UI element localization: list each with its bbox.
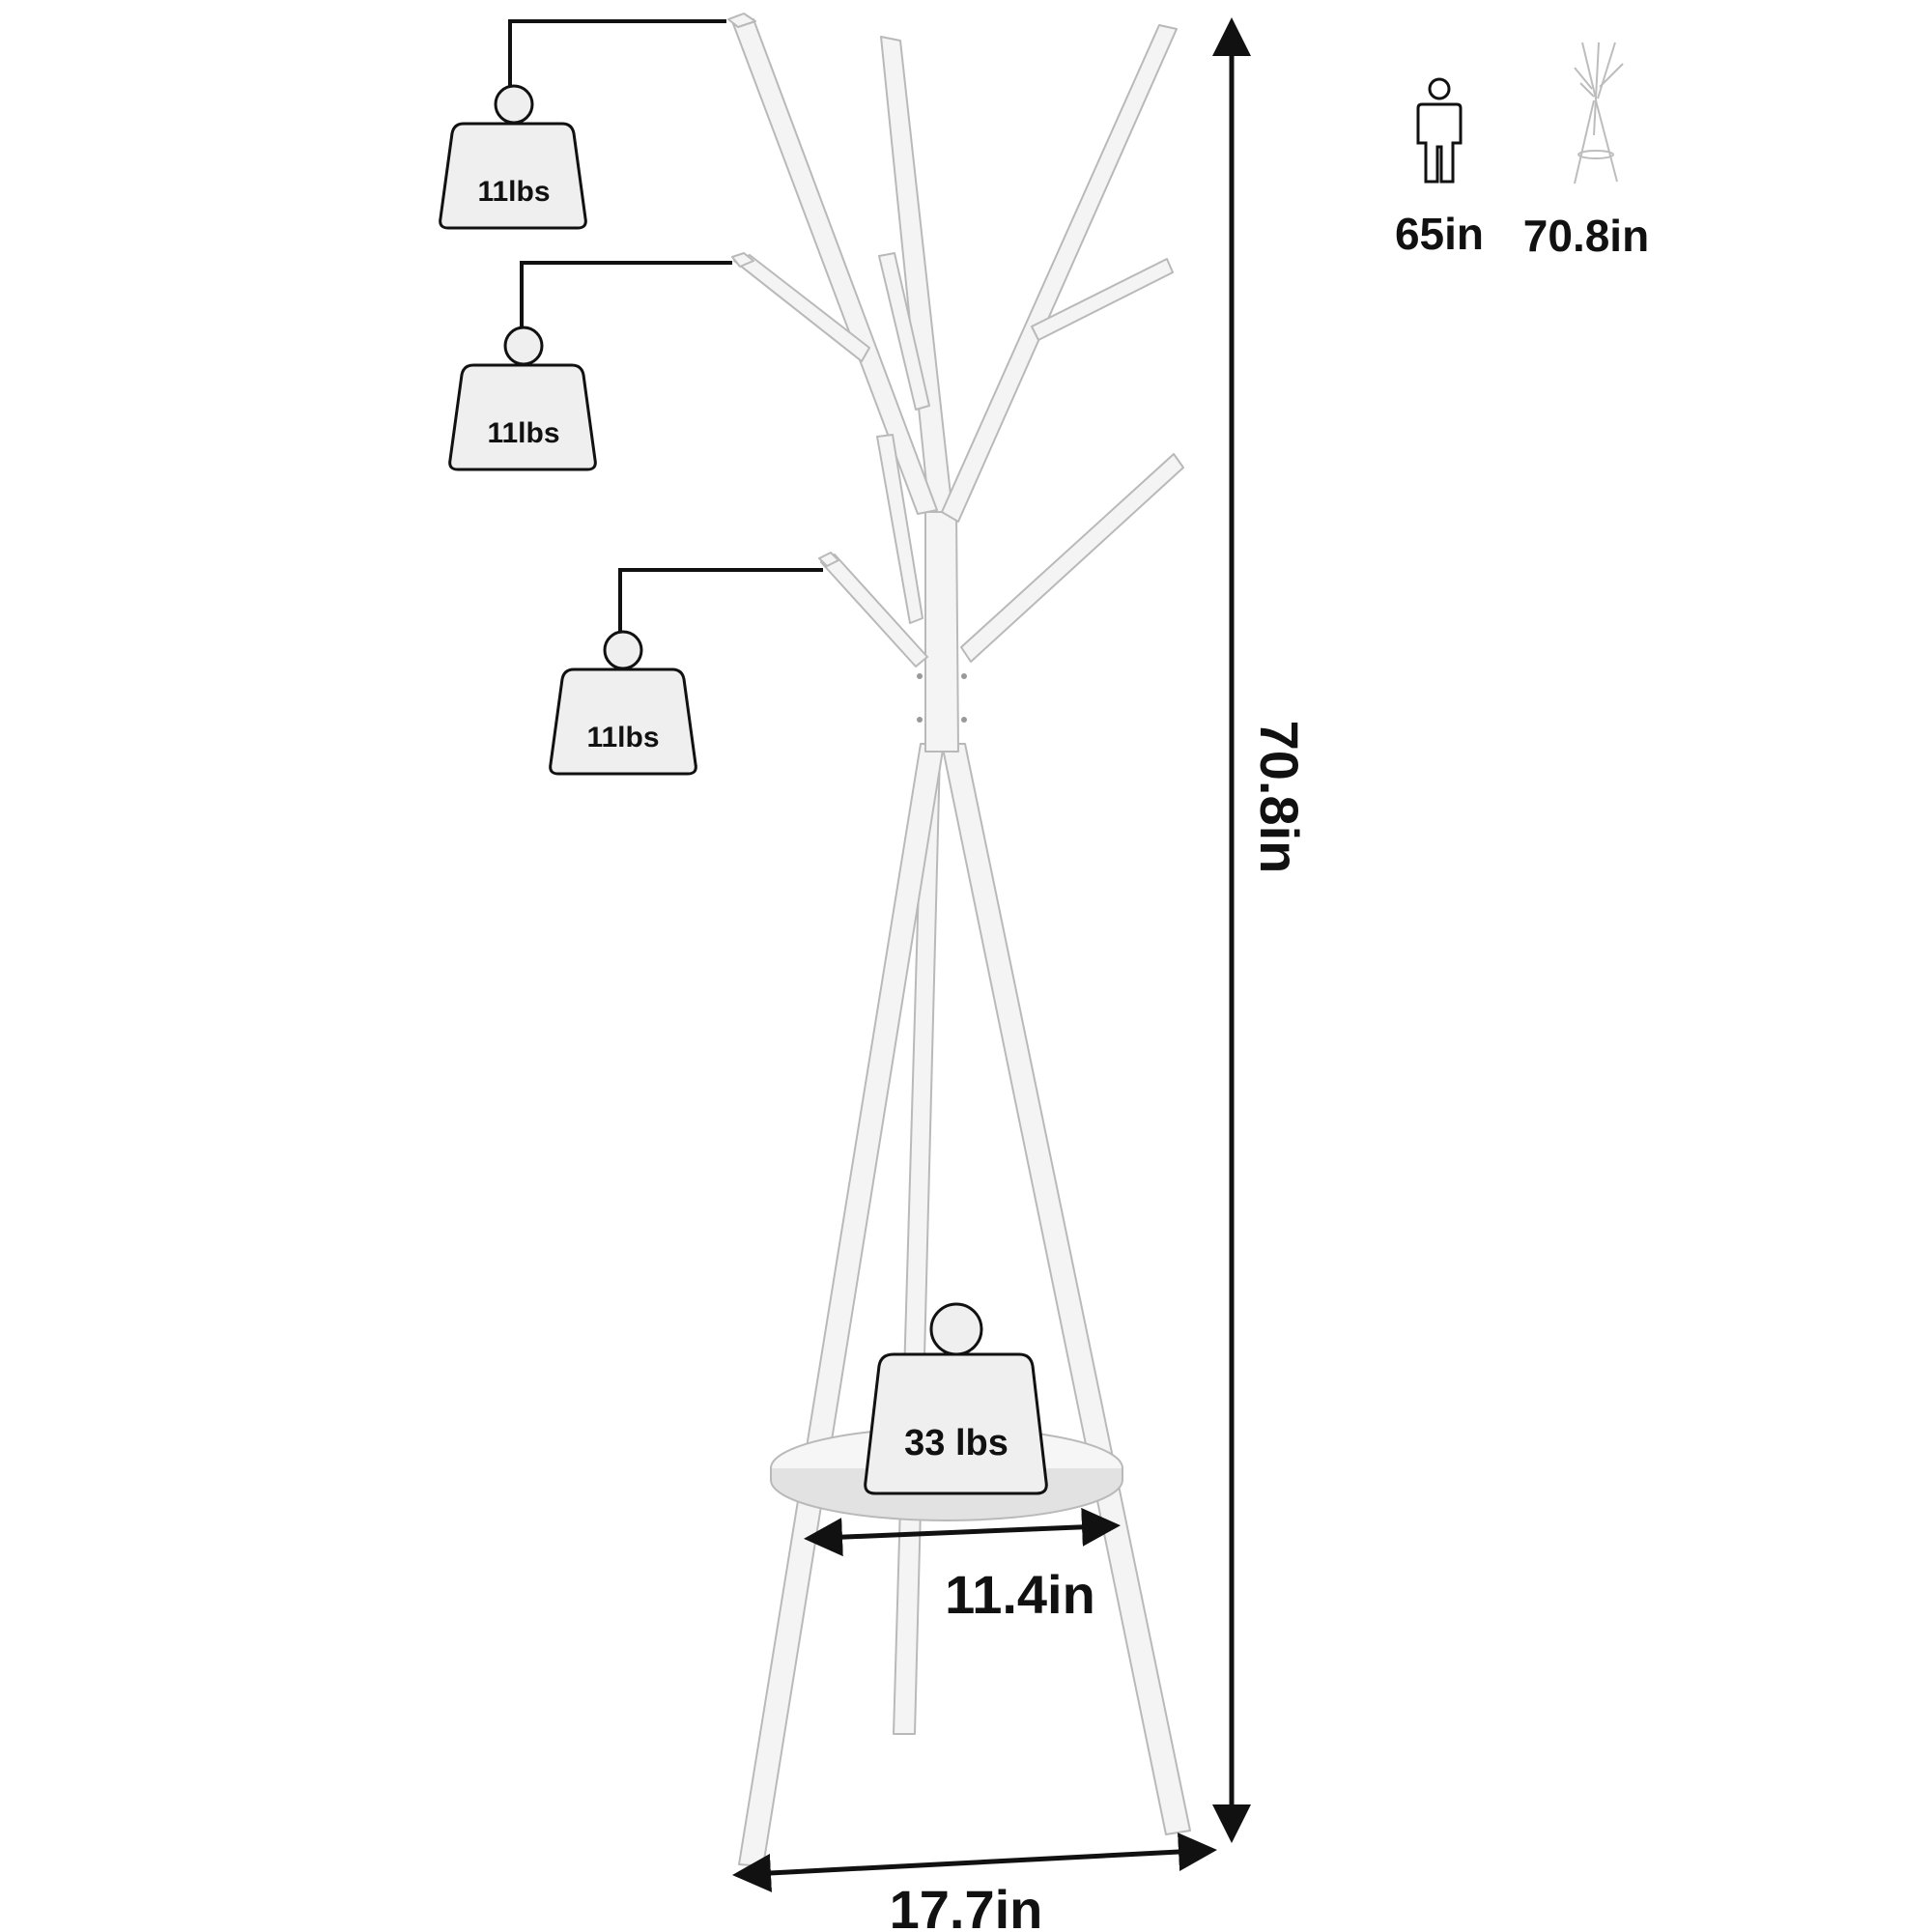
weight-shelf-ring	[929, 1302, 983, 1356]
rack-hook-tip-low	[818, 552, 839, 567]
person-height-label: 65in	[1395, 209, 1484, 259]
person-icon	[1416, 77, 1463, 184]
weight-hook-middle-ring	[503, 326, 544, 366]
weight-shelf-label: 33 lbs	[904, 1423, 1009, 1463]
weight-hook-top-label: 11lbs	[477, 176, 550, 208]
mini-rack-icon	[1574, 42, 1624, 185]
weight-hook-top-ring	[494, 84, 534, 125]
rack-bolt	[917, 673, 923, 679]
base-width-arrow	[732, 1833, 1217, 1892]
weight-hook-middle-label: 11lbs	[487, 417, 559, 449]
weight-hook-middle-line	[520, 261, 732, 330]
weight-hook-low-line	[618, 568, 823, 636]
height-label: 70.8in	[1249, 721, 1310, 874]
base-width-dimension: 17.7in	[732, 1833, 1217, 1932]
height-comparison: 65in 70.8in	[1395, 42, 1649, 261]
weight-hook-middle: 11lbs	[448, 261, 732, 471]
base-width-label: 17.7in	[890, 1879, 1043, 1932]
weight-shelf: 33 lbs	[864, 1302, 1048, 1495]
weight-hook-top-body	[439, 122, 587, 230]
rack-branch-right-low	[960, 453, 1184, 663]
rack-spike-left-lower	[876, 434, 923, 624]
weight-hook-middle-body	[448, 363, 597, 471]
shelf-diameter-arrow	[804, 1507, 1121, 1557]
weight-hook-low-label: 11lbs	[586, 722, 659, 753]
rack-spike-left-short	[878, 252, 930, 411]
coat-rack	[727, 13, 1191, 1867]
rack-branch-right-mid	[1031, 258, 1174, 341]
rack-hook-tip-top	[727, 13, 756, 28]
shelf-diameter-dimension: 11.4in	[804, 1507, 1121, 1625]
rack-bolt	[961, 717, 967, 723]
weight-hook-low-body	[549, 668, 697, 776]
height-dimension: 70.8in	[1212, 16, 1310, 1843]
rack-right-leg	[941, 743, 1191, 1835]
rack-bolt	[961, 673, 967, 679]
shelf-diameter-label: 11.4in	[945, 1564, 1095, 1625]
rack-center-post	[924, 509, 959, 753]
rack-height-label: 70.8in	[1523, 211, 1649, 261]
rack-bolt	[917, 717, 923, 723]
weight-hook-top: 11lbs	[439, 19, 726, 230]
weight-shelf-body	[864, 1352, 1048, 1495]
weight-hook-low-ring	[603, 630, 643, 670]
weight-hook-top-line	[508, 19, 726, 89]
rack-branch-right-top	[941, 24, 1178, 523]
rack-hook-tip-mid	[731, 252, 754, 268]
weight-hook-low: 11lbs	[549, 568, 823, 776]
